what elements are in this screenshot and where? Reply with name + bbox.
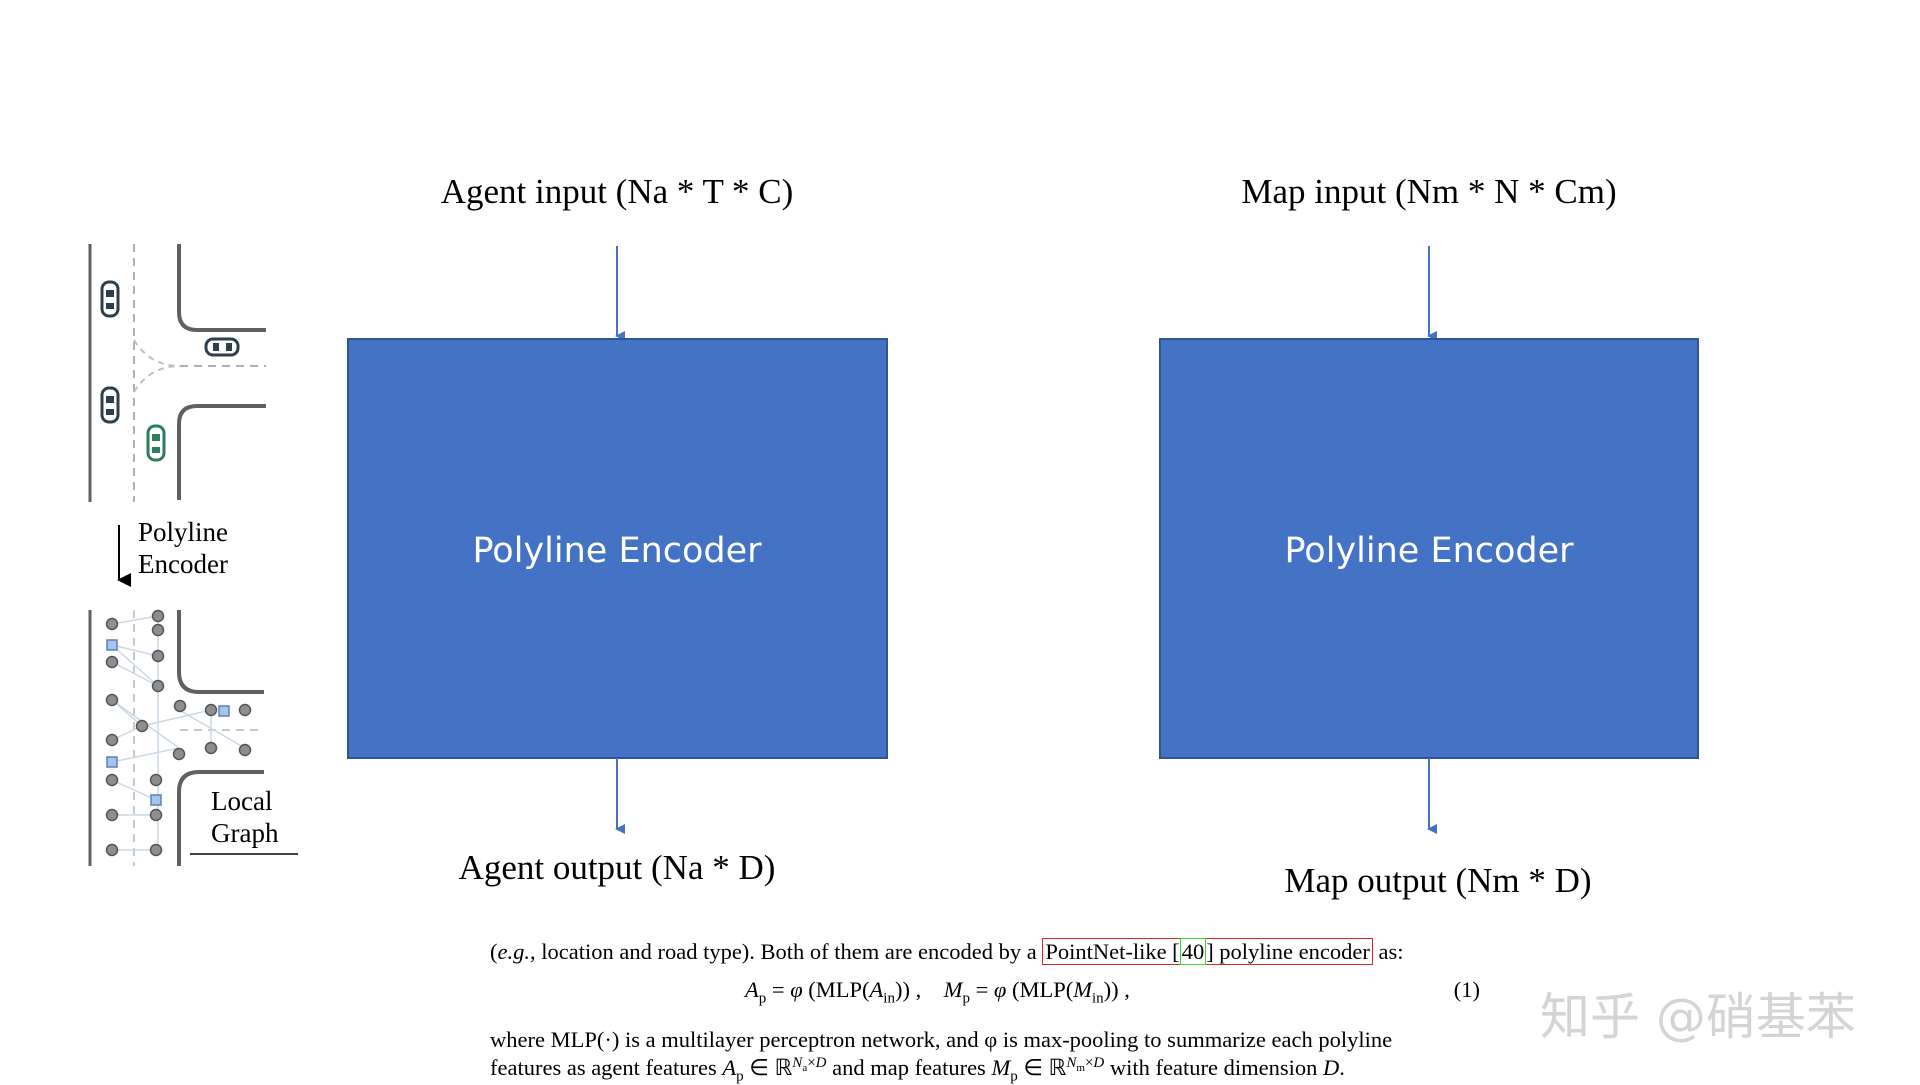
text-fragment: e.g. (497, 939, 531, 964)
agent-input-label: Agent input (Na * T * C) (441, 172, 794, 211)
graph-nodes (105, 609, 252, 857)
polyline-encoder-caption-1: Polyline (138, 517, 228, 547)
map-branch: Map input (Nm * N * Cm) Polyline Encoder… (1159, 172, 1699, 900)
car-icon (100, 386, 120, 424)
text-fragment: with feature dimension (1104, 1055, 1323, 1080)
agent-polyline-encoder-box (347, 338, 888, 759)
equation: Ap = φ (MLP(Ain)) , Mp = φ (MLP(Min)) , (745, 977, 1130, 1007)
ego-car-icon (146, 424, 166, 462)
text-fragment: ( (490, 939, 498, 964)
text-fragment: . (1339, 1055, 1345, 1080)
agent-branch: Agent input (Na * T * C) Polyline Encode… (347, 172, 888, 887)
citation-link[interactable]: 40 (1179, 938, 1207, 965)
text-fragment: features as agent features (490, 1055, 723, 1080)
polyline-encoder-caption-2: Encoder (138, 549, 228, 579)
local-graph-caption-2: Graph (211, 818, 279, 848)
road-scene-top (88, 244, 266, 502)
map-encoder-label: Polyline Encoder (1284, 531, 1574, 571)
text-fragment: and map features (826, 1055, 992, 1080)
paper-line-3: features as agent features Ap ∈ ℝNa×D an… (490, 1054, 1345, 1085)
agent-output-label: Agent output (Na * D) (459, 848, 776, 887)
text-fragment: , location and road type). Both of them … (530, 939, 1043, 964)
equation-row: Ap = φ (MLP(Ain)) , Mp = φ (MLP(Min)) , … (490, 972, 1480, 1012)
agent-graph-nodes (106, 639, 230, 806)
text-fragment: as: (1372, 939, 1404, 964)
paper-line-2: where MLP(·) is a multilayer perceptron … (490, 1027, 1393, 1052)
local-graph-caption-1: Local (211, 786, 272, 816)
watermark: 知乎 @硝基苯 (1540, 988, 1856, 1046)
text-fragment: PointNet-like [ (1045, 939, 1180, 964)
paper-line-1: (e.g., location and road type). Both of … (490, 938, 1480, 966)
equation-number: (1) (1453, 977, 1480, 1002)
car-icon (100, 280, 120, 318)
road-scene-figure: Polyline Encoder (88, 244, 298, 866)
agent-encoder-label: Polyline Encoder (472, 531, 762, 571)
car-icon (204, 337, 240, 357)
local-graph-scene (88, 609, 264, 866)
map-output-label: Map output (Nm * D) (1284, 861, 1591, 900)
map-input-label: Map input (Nm * N * Cm) (1241, 172, 1616, 211)
paper-excerpt: (e.g., location and road type). Both of … (490, 938, 1480, 1085)
map-polyline-encoder-box (1159, 338, 1699, 759)
highlighted-phrase: PointNet-like [40] polyline encoder (1042, 938, 1373, 965)
text-fragment: ] polyline encoder (1206, 939, 1370, 964)
